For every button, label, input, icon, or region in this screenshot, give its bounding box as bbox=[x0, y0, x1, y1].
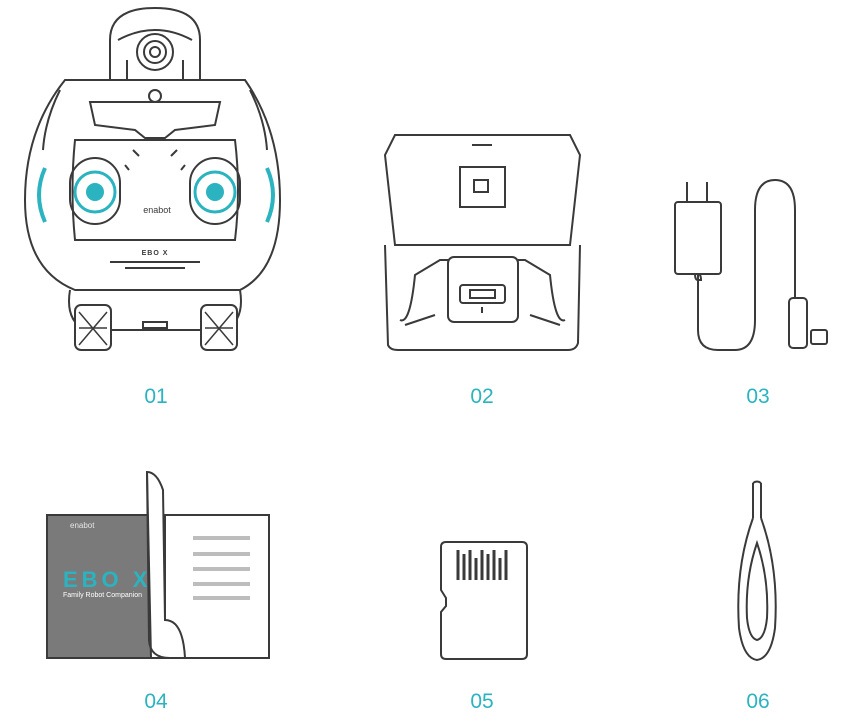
manual-brand: enabot bbox=[70, 521, 95, 530]
manual-title: EBO X bbox=[63, 567, 152, 592]
robot-model: EBO X bbox=[141, 250, 169, 257]
item-number-02: 02 bbox=[470, 385, 494, 408]
item-number-01: 01 bbox=[144, 385, 168, 408]
charging-dock-illustration bbox=[380, 125, 585, 355]
manual-subtitle: Family Robot Companion bbox=[63, 592, 142, 599]
item-number-03: 03 bbox=[746, 385, 770, 408]
power-adapter-illustration bbox=[665, 170, 835, 360]
microsd-card-illustration bbox=[438, 540, 530, 662]
item-number-05: 05 bbox=[470, 690, 494, 713]
manual-illustration: enabot EBO X Family Robot Companion bbox=[45, 470, 273, 660]
robot-illustration: enabot EBO X bbox=[15, 0, 282, 360]
item-number-06: 06 bbox=[746, 690, 770, 713]
ejector-pin-illustration bbox=[733, 478, 783, 663]
robot-brand: enabot bbox=[143, 205, 171, 215]
item-number-04: 04 bbox=[144, 690, 168, 713]
